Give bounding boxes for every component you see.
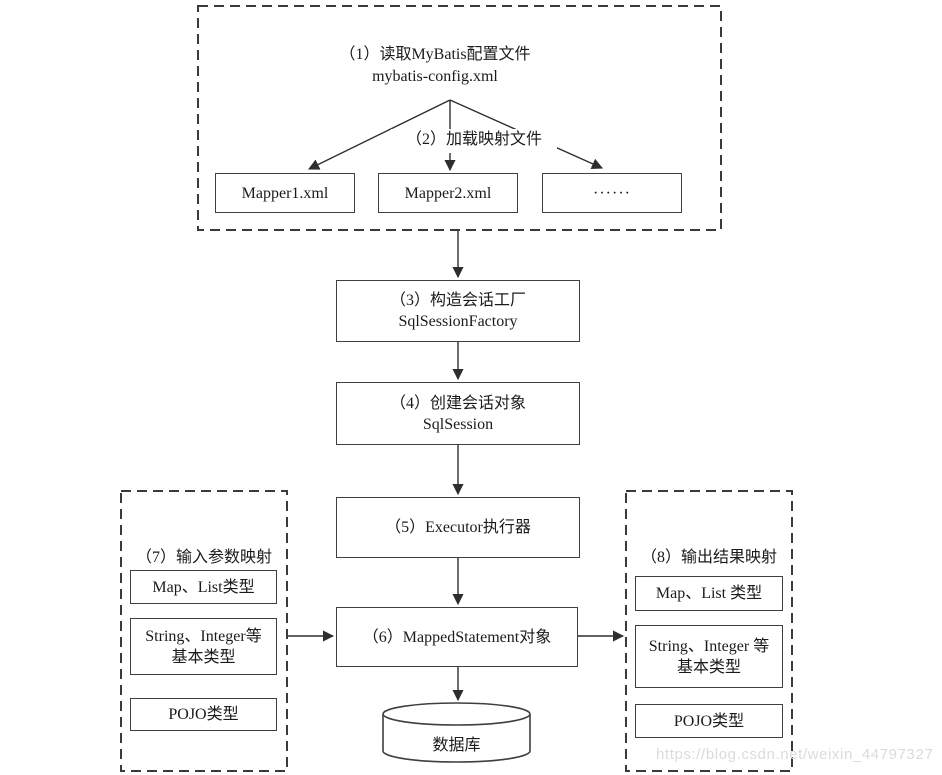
config-group-border [197,5,722,231]
output-pojo-label: POJO类型 [673,712,745,730]
input-map-list-label: Map、List类型 [152,578,255,596]
mapper1-node: Mapper1.xml [215,173,355,213]
step4-line2: SqlSession [422,415,494,433]
mapper2-node: Mapper2.xml [378,173,518,213]
output-basic-types-node: String、Integer 等 基本类型 [635,625,783,688]
step3-line1: （3）构造会话工厂 [389,292,526,309]
input-pojo-node: POJO类型 [130,698,277,731]
input-basic-types-line2: 基本类型 [171,648,236,666]
input-basic-types-line1: String、Integer等 [145,627,262,645]
mapper-more-label: ······ [593,184,631,202]
step5-label: （5）Executor执行器 [385,519,531,536]
output-mapping-group-border [625,490,793,772]
step5-executor-node: （5）Executor执行器 [336,497,580,558]
output-basic-types-line2: 基本类型 [676,658,741,676]
csdn-watermark: https://blog.csdn.net/weixin_44797327 [656,746,934,763]
mapper1-label: Mapper1.xml [241,184,329,202]
output-mapping-title: （8）输出结果映射 [640,549,777,566]
step4-line1: （4）创建会话对象 [389,394,526,412]
mapper2-label: Mapper2.xml [404,184,492,202]
step4-sql-session-node: （4）创建会话对象 SqlSession [336,382,580,445]
input-mapping-group-border [120,490,288,772]
arrow-config-to-mapper1 [307,99,451,170]
input-mapping-title: （7）输入参数映射 [135,549,272,566]
input-map-list-node: Map、List类型 [130,570,277,604]
output-pojo-node: POJO类型 [635,704,783,738]
step3-line2: SqlSessionFactory [398,313,518,330]
step1-line1: （1）读取MyBatis配置文件 [339,46,531,63]
step2-load-mappers-label: （2）加载映射文件 [391,129,557,153]
database-label: 数据库 [432,737,481,754]
output-map-list-label: Map、List 类型 [655,585,763,602]
step3-session-factory-node: （3）构造会话工厂 SqlSessionFactory [336,280,580,342]
mapper-more-node: ······ [542,173,682,213]
input-basic-types-node: String、Integer等 基本类型 [130,618,277,675]
database-cylinder-shape [382,702,531,763]
step1-read-config-label: （1）读取MyBatis配置文件 mybatis-config.xml [290,44,580,88]
step1-line2: mybatis-config.xml [372,68,498,85]
output-basic-types-line1: String、Integer 等 [648,637,770,655]
output-map-list-node: Map、List 类型 [635,576,783,611]
dashed-group-borders [120,5,793,772]
input-pojo-label: POJO类型 [168,706,239,723]
step6-label: （6）MappedStatement对象 [362,628,552,646]
step6-mapped-statement-node: （6）MappedStatement对象 [336,607,578,667]
